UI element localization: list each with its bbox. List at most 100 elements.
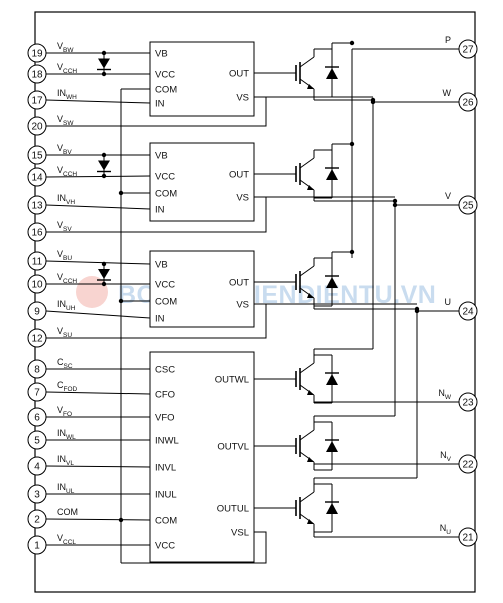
wire (46, 196, 267, 233)
left-pin-17-number: 17 (31, 96, 43, 107)
right-pin-label-25: V (445, 191, 451, 201)
right-pin-25 (458, 195, 478, 215)
wire (45, 204, 151, 210)
junction-dot (349, 141, 355, 147)
junction-dot (101, 261, 107, 267)
ls-pin-outvl: OUTVL (217, 442, 249, 453)
left-pin-label-5: INWL (57, 428, 76, 441)
left-pin-2-number: 2 (34, 515, 40, 526)
ls-pin-outul: OUTUL (217, 504, 249, 515)
hs1-pin-vcc: VCC (155, 70, 175, 81)
left-pin-3-number: 3 (34, 490, 40, 501)
low-side-driver (149, 351, 255, 563)
low-side-igbt-1 (283, 354, 340, 404)
left-pin-20-number: 20 (31, 122, 43, 133)
left-pin-label-17: INWH (57, 88, 77, 101)
left-pin-9-number: 9 (34, 307, 40, 318)
left-pin-8 (27, 359, 47, 379)
left-pin-6 (27, 407, 47, 427)
hs1-pin-vs: VS (236, 93, 249, 104)
left-pin-15 (27, 145, 47, 165)
right-pin-23 (458, 392, 478, 412)
hs3-pin-vcc: VCC (155, 280, 175, 291)
left-pin-3 (27, 484, 47, 504)
left-pin-label-7: CFOD (57, 380, 78, 393)
left-pin-17 (27, 90, 47, 110)
ls-pin-inul: INUL (155, 490, 177, 501)
junction-dot (118, 517, 124, 523)
high-side-driver-3 (149, 250, 255, 328)
junction-dot (118, 298, 124, 304)
hs3-pin-vb: VB (155, 260, 168, 271)
junction-dot (101, 173, 107, 179)
ls-pin-com: COM (155, 516, 177, 527)
high-side-igbt-1 (283, 48, 340, 98)
wire (45, 465, 151, 468)
junction-dot (370, 97, 376, 103)
junction-dot (414, 306, 420, 312)
left-pin-16 (27, 222, 47, 242)
left-pin-label-18: VCCH (57, 62, 77, 75)
left-pin-label-16: VSV (57, 220, 72, 233)
right-pin-label-21: NU (440, 523, 452, 536)
hs2-pin-in: IN (155, 205, 165, 216)
right-pin-27-number: 27 (462, 45, 474, 56)
left-pin-13 (27, 195, 47, 215)
left-pin-12 (27, 328, 47, 348)
right-pin-26-number: 26 (462, 98, 474, 109)
high-side-driver-2 (149, 142, 255, 222)
left-pin-19 (27, 43, 47, 63)
right-pin-24-number: 24 (462, 307, 474, 318)
left-pin-label-4: INVL (57, 454, 74, 467)
right-pin-26 (458, 92, 478, 112)
hs2-pin-vb: VB (155, 151, 168, 162)
ls-pin-vcc: VCC (155, 541, 175, 552)
junction-dot (118, 190, 124, 196)
left-pin-label-10: VCCH (57, 272, 77, 285)
left-pin-label-14: VCCH (57, 165, 77, 178)
left-pin-11 (27, 251, 47, 271)
right-pin-label-22: NV (440, 450, 452, 463)
left-pin-label-13: INVH (57, 193, 75, 206)
left-pin-14-number: 14 (31, 173, 43, 184)
right-pin-24 (458, 301, 478, 321)
left-pin-14 (27, 167, 47, 187)
junction-dot (349, 40, 355, 46)
ls-pin-csc: CSC (155, 365, 175, 376)
left-pin-13-number: 13 (31, 201, 43, 212)
left-pin-label-11: VBU (57, 249, 72, 262)
left-pin-5-number: 5 (34, 436, 40, 447)
left-pin-label-20: VSW (57, 114, 74, 127)
left-pin-15-number: 15 (31, 151, 43, 162)
ls-pin-outwl: OUTWL (215, 375, 249, 386)
left-pin-18-number: 18 (31, 70, 43, 81)
left-pin-10-number: 10 (31, 280, 43, 291)
hs2-pin-vs: VS (236, 193, 249, 204)
hs1-pin-in: IN (155, 99, 165, 110)
hs2-pin-out: OUT (229, 170, 249, 181)
low-side-igbt-2 (283, 421, 340, 471)
wire (45, 391, 151, 395)
right-pin-23-number: 23 (462, 398, 474, 409)
left-pin-7-number: 7 (34, 388, 40, 399)
left-pin-16-number: 16 (31, 228, 43, 239)
left-pin-9 (27, 301, 47, 321)
left-pin-label-6: VFO (57, 405, 72, 418)
high-side-igbt-2 (283, 149, 340, 199)
bootstrap-diode (96, 159, 112, 173)
left-pin-label-1: VCCL (57, 533, 76, 546)
wire (45, 518, 151, 521)
left-pin-6-number: 6 (34, 413, 40, 424)
wire (45, 99, 151, 104)
right-pin-21 (458, 527, 478, 547)
ls-pin-invl: INVL (155, 463, 176, 474)
right-pin-25-number: 25 (462, 201, 474, 212)
ls-pin-vsl: VSL (231, 528, 249, 539)
right-pin-21-number: 21 (462, 533, 474, 544)
left-pin-4-number: 4 (34, 462, 40, 473)
high-side-driver-1 (149, 41, 255, 117)
left-pin-18 (27, 64, 47, 84)
left-pin-label-12: VSU (57, 326, 72, 339)
left-pin-12-number: 12 (31, 334, 43, 345)
